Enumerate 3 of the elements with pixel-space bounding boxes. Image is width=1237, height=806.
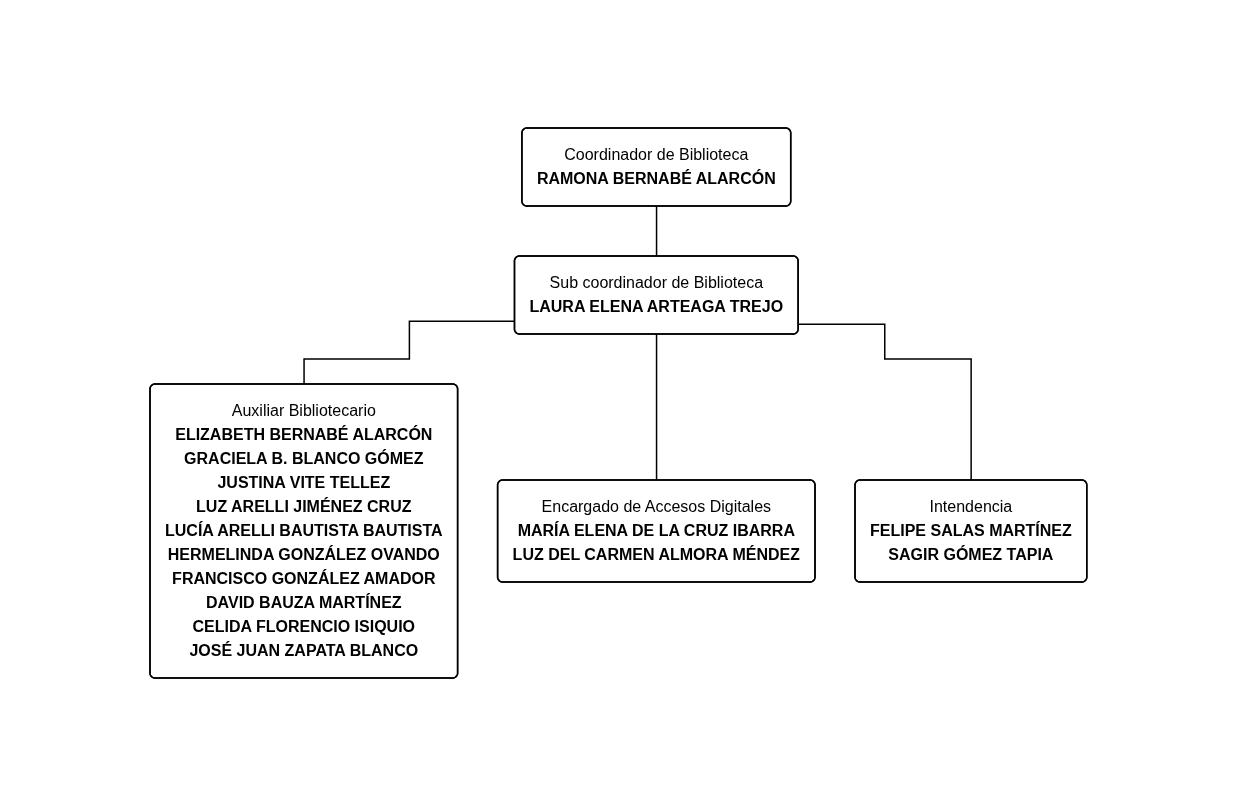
connector: [655, 205, 658, 258]
connector: [798, 323, 973, 482]
connector: [655, 333, 658, 482]
